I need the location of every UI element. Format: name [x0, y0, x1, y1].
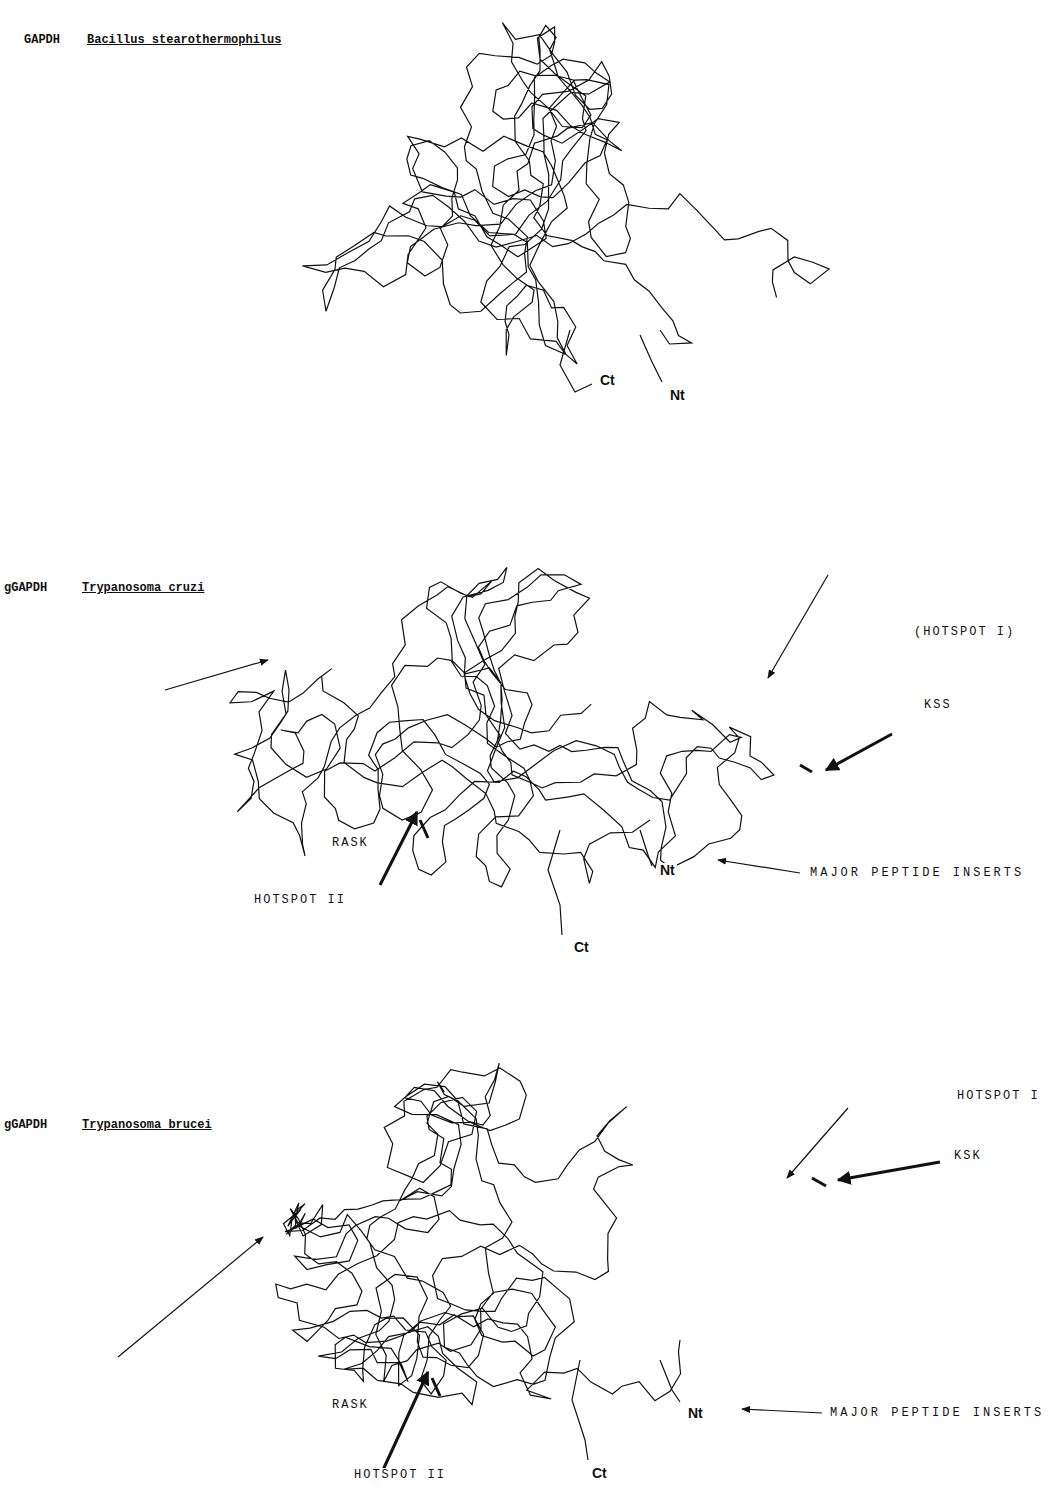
hotspot-arrow [383, 1372, 428, 1470]
protein-trace [303, 23, 830, 392]
hotspot-label: (HOTSPOT I) [912, 625, 1017, 639]
leader-arrow [768, 575, 828, 678]
leader-arrow [787, 1108, 848, 1178]
sequence-label: KSK [952, 1149, 984, 1163]
terminal-tail [572, 1360, 588, 1460]
sequence-label: RASK [330, 1398, 371, 1412]
sequence-label: KSS [922, 698, 954, 712]
hotspot-label: HOTSPOT II [352, 1468, 448, 1482]
terminal-tail [548, 830, 562, 935]
hotspot-arrow [838, 1162, 940, 1180]
calpha-trace [230, 567, 774, 887]
hotspot-arrow [380, 812, 417, 885]
hotspot-segment [420, 820, 428, 838]
calpha-trace [303, 23, 830, 364]
hotspot-arrow [826, 734, 892, 770]
terminal-tail [640, 335, 662, 382]
hotspot-segment [432, 1378, 440, 1396]
panel-title: gGAPDH [2, 581, 49, 595]
species-name: Bacillus stearothermophilus [85, 33, 283, 47]
terminus-label: Ct [572, 940, 591, 954]
terminus-label: Nt [658, 863, 677, 877]
leader-arrow [718, 860, 800, 873]
leader-arrow [118, 1237, 263, 1357]
panel-title: GAPDH [22, 33, 62, 47]
sequence-label: RASK [330, 836, 371, 850]
hotspot-segment [812, 1178, 826, 1186]
terminus-label: Ct [598, 373, 617, 387]
protein-trace [230, 567, 812, 935]
species-name: Trypanosoma cruzi [80, 581, 206, 595]
panel-title: gGAPDH [2, 1118, 49, 1132]
leader-arrow [742, 1409, 822, 1413]
terminus-label: Nt [686, 1406, 705, 1420]
terminal-tail [560, 330, 592, 392]
hotspot-label: HOTSPOT II [252, 893, 348, 907]
terminus-label: Ct [590, 1466, 609, 1480]
protein-trace [276, 1063, 826, 1460]
hotspot-label: HOTSPOT I [955, 1089, 1042, 1103]
insert-label: MAJOR PEPTIDE INSERTS [808, 866, 1026, 880]
species-name: Trypanosoma brucei [80, 1118, 214, 1132]
terminal-tail [660, 1360, 680, 1402]
hotspot-segment [800, 765, 812, 772]
terminal-tail [640, 830, 652, 866]
insert-label: MAJOR PEPTIDE INSERTS [828, 1406, 1046, 1420]
calpha-trace [276, 1063, 681, 1405]
terminus-label: Nt [668, 388, 687, 402]
leader-arrow [165, 660, 268, 690]
